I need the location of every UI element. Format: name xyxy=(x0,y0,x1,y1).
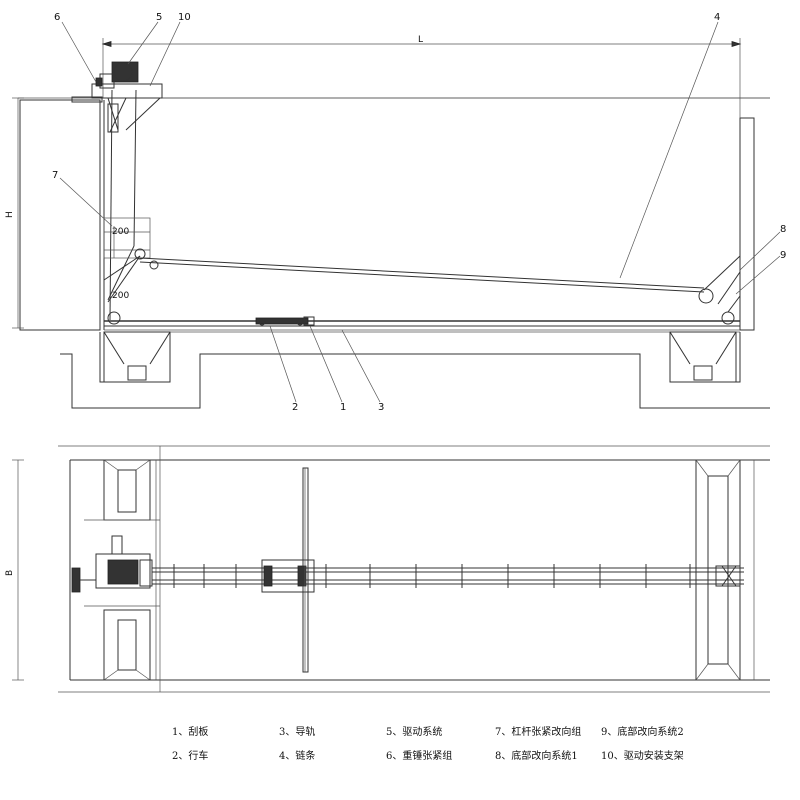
legend-item-drive-bracket: 10、驱动安装支架 xyxy=(601,750,684,762)
left-pit-plan xyxy=(84,459,160,681)
callout-10: 10 xyxy=(178,12,191,23)
foundation-outline xyxy=(60,353,770,409)
chain-top-run xyxy=(139,257,705,289)
drive-plan xyxy=(71,535,153,593)
bottom-redirect-1-pulley xyxy=(698,288,714,304)
legend-item-bottom-redirect-1: 8、底部改向系统1 xyxy=(495,750,578,762)
callout-4: 4 xyxy=(714,12,720,23)
drive-motor xyxy=(111,61,139,83)
legend-item-scraper: 1、刮板 xyxy=(172,726,209,738)
right-wall xyxy=(739,117,755,331)
bottom-redirect-2-pulley xyxy=(721,311,735,325)
scraper-plan xyxy=(302,467,309,673)
callout-5: 5 xyxy=(156,12,162,23)
dim-B-label: B xyxy=(5,570,15,576)
legend-item-weight-tension: 6、重锤张紧组 xyxy=(386,750,453,762)
drive-mount-bracket xyxy=(91,83,163,99)
trolley xyxy=(255,317,309,325)
callout-1: 1 xyxy=(340,402,346,413)
legend-item-guide-rail: 3、导轨 xyxy=(279,726,316,738)
callout-3: 3 xyxy=(378,402,384,413)
elevation-view: H L 200 xyxy=(5,35,770,409)
right-sump-pit xyxy=(669,331,737,383)
dim-H-label: H xyxy=(5,211,15,218)
chain-vertical xyxy=(109,89,113,321)
callout-7: 7 xyxy=(52,170,58,181)
scraper-elevation xyxy=(303,316,315,326)
dim-200-lower: 200 xyxy=(112,291,129,301)
bottom-redirect-1-arm xyxy=(703,255,741,291)
left-sump-pit xyxy=(103,331,171,383)
callout-9: 9 xyxy=(780,250,786,261)
lever-tension-pulley xyxy=(134,248,146,260)
legend-item-lever-tension: 7、杠杆张紧改向组 xyxy=(495,726,582,738)
callout-2: 2 xyxy=(292,402,298,413)
legend-item-bottom-redirect-2: 9、底部改向系统2 xyxy=(601,726,684,738)
callout-leaders xyxy=(59,21,781,403)
legend-item-drive-system: 5、驱动系统 xyxy=(386,726,443,738)
trolley-plan xyxy=(261,559,315,593)
legend-row-2: 2、行车 4、链条 6、重锤张紧组 8、底部改向系统1 10、驱动安装支架 xyxy=(172,742,772,766)
callout-6: 6 xyxy=(54,12,60,23)
bottom-left-pulley xyxy=(107,311,121,325)
legend: 1、刮板 3、导轨 5、驱动系统 7、杠杆张紧改向组 9、底部改向系统2 2、行… xyxy=(172,718,772,766)
callout-8: 8 xyxy=(780,224,786,235)
dim-L-label: L xyxy=(418,35,423,45)
dim-200-upper: 200 xyxy=(112,227,129,237)
legend-item-chain: 4、链条 xyxy=(279,750,316,762)
legend-row-1: 1、刮板 3、导轨 5、驱动系统 7、杠杆张紧改向组 9、底部改向系统2 xyxy=(172,718,772,742)
rail-supports xyxy=(173,564,691,588)
right-redirect-plan xyxy=(715,565,741,587)
plan-view: B xyxy=(5,445,770,693)
left-wall xyxy=(19,99,101,331)
legend-item-trolley: 2、行车 xyxy=(172,750,209,762)
